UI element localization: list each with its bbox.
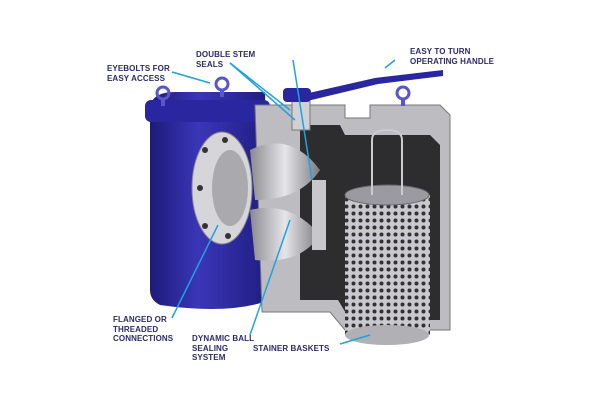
label-operating-handle: EASY TO TURN OPERATING HANDLE [410, 47, 495, 66]
eyebolt-icon [214, 76, 230, 97]
operating-handle [283, 70, 443, 102]
label-ball-sealing: DYNAMIC BALL SEALING SYSTEM [192, 334, 255, 362]
label-stem-seals: DOUBLE STEM SEALS [196, 50, 256, 69]
strainer-basket [344, 128, 430, 345]
label-connections: FLANGED OR THREADED CONNECTIONS [113, 315, 174, 343]
eyebolt-icon [395, 85, 411, 106]
label-strainer-baskets: STAINER BASKETS [253, 344, 330, 353]
flange-connection [191, 131, 253, 245]
leader-lines [171, 59, 396, 345]
eyebolt-icon [155, 85, 171, 106]
label-eyebolts: EYEBOLTS FOR EASY ACCESS [107, 64, 170, 83]
